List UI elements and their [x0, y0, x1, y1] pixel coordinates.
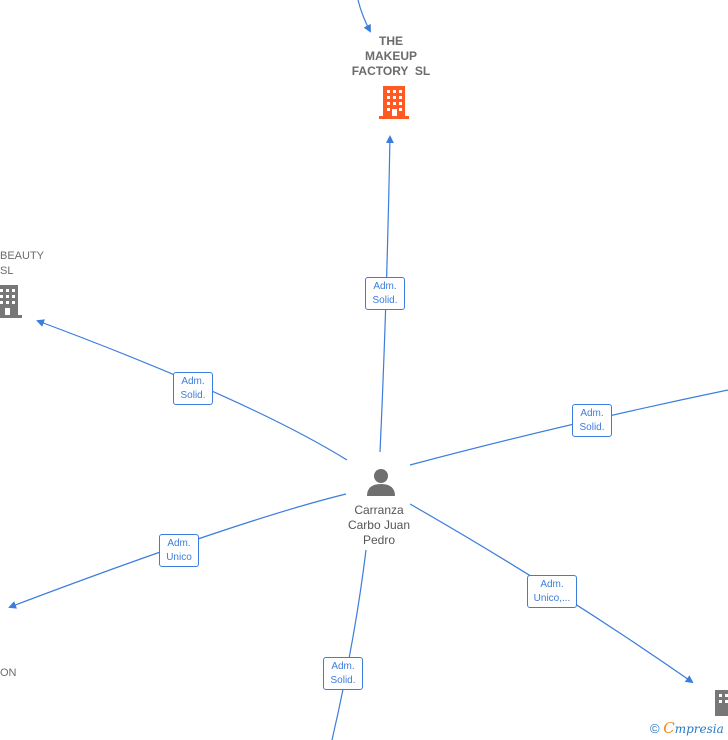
building-icon[interactable] — [715, 690, 728, 716]
relation-box[interactable]: Adm. Solid. — [365, 277, 405, 310]
relation-line: Unico,... — [533, 593, 571, 604]
company-name-line: FACTORY SL — [351, 64, 431, 78]
person-name-line: Pedro — [362, 533, 396, 547]
relation-line: Adm. — [580, 408, 604, 419]
company-label-bottom-left[interactable]: ON — [0, 666, 17, 681]
person-name-line: Carbo Juan — [347, 518, 411, 532]
relation-box[interactable]: Adm. Solid. — [173, 372, 213, 405]
person-name-line: Carranza — [354, 503, 404, 517]
relation-line: Adm. — [373, 281, 397, 292]
relation-box[interactable]: Adm. Solid. — [323, 657, 363, 690]
relation-line: Adm. — [181, 376, 205, 387]
edge-to-left-company[interactable] — [36, 319, 348, 461]
relation-line: Solid. — [372, 295, 398, 306]
relation-box[interactable]: Adm. Solid. — [572, 404, 612, 437]
edge-to-right-company[interactable] — [409, 389, 728, 466]
relation-box[interactable]: Adm. Unico,... — [527, 575, 577, 608]
relation-line: Unico — [166, 552, 192, 563]
relation-line: Solid. — [180, 390, 206, 401]
copyright-symbol: © — [650, 721, 660, 736]
relation-box[interactable]: Adm. Unico — [159, 534, 199, 567]
company-name-line: SL — [0, 265, 14, 277]
edge-incoming-top[interactable] — [357, 0, 371, 33]
edge-to-bottom-left-company[interactable] — [8, 493, 347, 609]
person-icon[interactable] — [367, 469, 395, 496]
company-label-top[interactable]: THE MAKEUP FACTORY SL — [336, 34, 446, 79]
person-label[interactable]: Carranza Carbo Juan Pedro — [334, 503, 424, 548]
relation-line: Adm. — [167, 538, 191, 549]
company-name-line: MAKEUP — [364, 49, 417, 63]
watermark: © Cmpresia — [650, 719, 724, 737]
edge-to-bottom-company[interactable] — [331, 549, 367, 740]
relation-line: Adm. — [540, 579, 564, 590]
building-icon[interactable] — [379, 86, 409, 119]
company-name-line: THE — [379, 34, 403, 48]
building-icon[interactable] — [0, 285, 22, 318]
company-name-line: ON — [0, 667, 17, 679]
brand-name: mpresia — [674, 722, 724, 736]
company-label-left[interactable]: BEAUTY SL — [0, 249, 44, 279]
relation-line: Adm. — [331, 661, 355, 672]
relation-line: Solid. — [579, 422, 605, 433]
brand-initial: C — [663, 719, 675, 737]
company-name-line: BEAUTY — [0, 250, 45, 262]
relation-line: Solid. — [330, 675, 356, 686]
